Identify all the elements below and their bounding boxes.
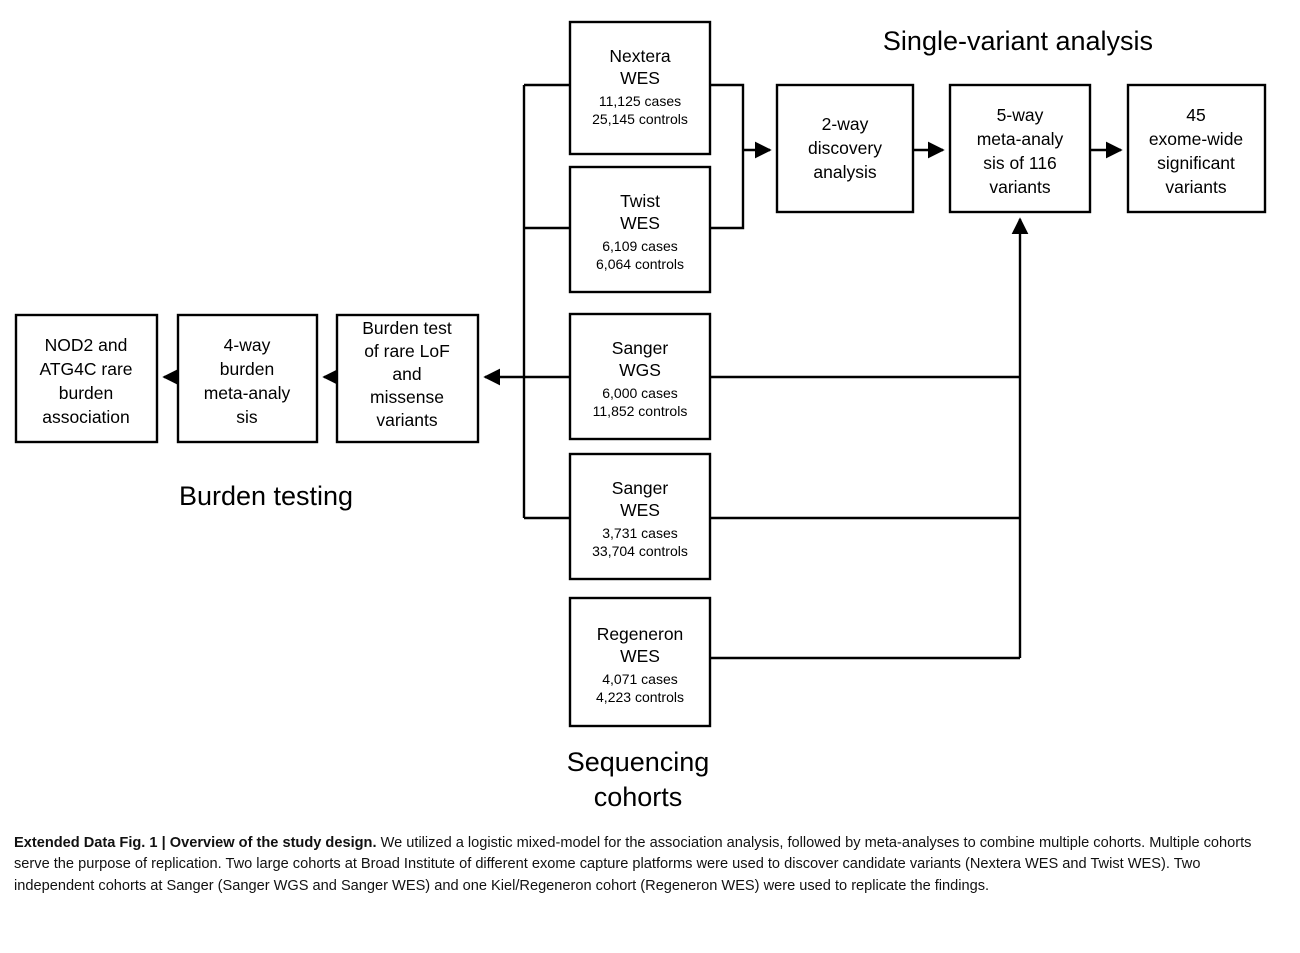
cohort-controls: 4,223 controls — [596, 689, 684, 705]
box-line-2: discovery — [808, 138, 882, 158]
box-line-3: significant — [1157, 153, 1235, 173]
box-line-2: exome-wide — [1149, 129, 1243, 149]
cohort-cases: 4,071 cases — [602, 671, 678, 687]
section-heading-sequencing-cohorts-line2: cohorts — [594, 782, 683, 812]
cohort-cases: 6,109 cases — [602, 238, 678, 254]
box-line-1: 4-way — [224, 335, 271, 355]
caption-bold-prefix: Extended Data Fig. 1 | Overview of the s… — [14, 835, 377, 851]
cohort-box-regeneron-wes[interactable]: Regeneron WES 4,071 cases 4,223 controls — [568, 596, 712, 728]
caption-body: We utilized a logistic mixed-model for t… — [14, 835, 1252, 894]
connector-twist-to-merge — [710, 150, 745, 230]
box-line-3: meta-analy — [204, 383, 291, 403]
box-line-2: of rare LoF — [364, 341, 450, 361]
study-design-flow-diagram: Single-variant analysis Burden testing S… — [14, 20, 1267, 812]
cohort-name-line2: WGS — [619, 360, 661, 380]
box-line-3: sis of 116 — [983, 153, 1057, 173]
cohort-name-line1: Nextera — [609, 46, 671, 66]
box-line-1: Burden test — [362, 318, 452, 338]
analysis-box-five-way-meta[interactable]: 5-way meta-analy sis of 116 variants — [948, 83, 1092, 214]
box-line-2: burden — [220, 359, 275, 379]
cohort-box-sanger-wgs[interactable]: Sanger WGS 6,000 cases 11,852 controls — [568, 312, 712, 441]
cohort-cases: 6,000 cases — [602, 385, 678, 401]
box-line-4: association — [42, 407, 130, 427]
box-line-2-rest: rare — [97, 359, 133, 379]
gene-name-nod2: NOD2 — [45, 335, 94, 355]
section-heading-burden-testing: Burden testing — [179, 481, 353, 511]
box-line-1-rest: and — [93, 335, 127, 355]
cohort-name-line2: WES — [620, 213, 660, 233]
cohort-controls: 33,704 controls — [592, 543, 688, 559]
box-line-4: missense — [370, 387, 444, 407]
burden-box-association[interactable]: NOD2 and ATG4C rare burden association — [14, 313, 159, 444]
box-line-2: ATG4C rare — [39, 359, 132, 379]
connector-layer — [162, 83, 1123, 660]
figure-caption: Extended Data Fig. 1 | Overview of the s… — [14, 833, 1272, 897]
box-line-1: 2-way — [822, 114, 869, 134]
cohort-box-twist-wes[interactable]: Twist WES 6,109 cases 6,064 controls — [568, 165, 712, 294]
cohort-name-line1: Twist — [620, 191, 660, 211]
box-line-3: burden — [59, 383, 114, 403]
cohort-name-line1: Sanger — [612, 338, 669, 358]
box-line-1: NOD2 and — [45, 335, 128, 355]
box-line-4: variants — [1165, 177, 1227, 197]
cohort-name-line1: Sanger — [612, 478, 669, 498]
cohort-controls: 6,064 controls — [596, 256, 684, 272]
cohort-name-line1: Regeneron — [597, 624, 684, 644]
box-line-3: and — [392, 364, 421, 384]
box-line-2: meta-analy — [977, 129, 1064, 149]
box-line-4: variants — [989, 177, 1051, 197]
section-heading-sequencing-cohorts-line1: Sequencing — [567, 747, 710, 777]
box-line-1: 45 — [1186, 105, 1205, 125]
box-line-3: analysis — [813, 162, 876, 182]
box-line-4: sis — [236, 407, 258, 427]
cohort-name-line2: WES — [620, 500, 660, 520]
burden-box-four-way-meta[interactable]: 4-way burden meta-analy sis — [176, 313, 319, 444]
cohort-box-sanger-wes[interactable]: Sanger WES 3,731 cases 33,704 controls — [568, 452, 712, 581]
box-line-1: 5-way — [997, 105, 1044, 125]
cohort-cases: 3,731 cases — [602, 525, 678, 541]
cohort-cases: 11,125 cases — [599, 93, 681, 109]
cohort-box-nextera-wes[interactable]: Nextera WES 11,125 cases 25,145 controls — [568, 20, 712, 156]
analysis-box-exome-wide-significant[interactable]: 45 exome-wide significant variants — [1126, 83, 1267, 214]
cohort-controls: 25,145 controls — [592, 111, 688, 127]
cohort-name-line2: WES — [620, 68, 660, 88]
section-heading-single-variant: Single-variant analysis — [883, 26, 1153, 56]
connector-nextera-to-merge — [710, 83, 745, 150]
cohort-name-line2: WES — [620, 646, 660, 666]
box-line-5: variants — [376, 410, 438, 430]
cohort-controls: 11,852 controls — [593, 403, 688, 419]
burden-box-burden-test[interactable]: Burden test of rare LoF and missense var… — [335, 313, 480, 444]
gene-name-atg4c: ATG4C — [39, 359, 96, 379]
analysis-box-two-way-discovery[interactable]: 2-way discovery analysis — [775, 83, 915, 214]
